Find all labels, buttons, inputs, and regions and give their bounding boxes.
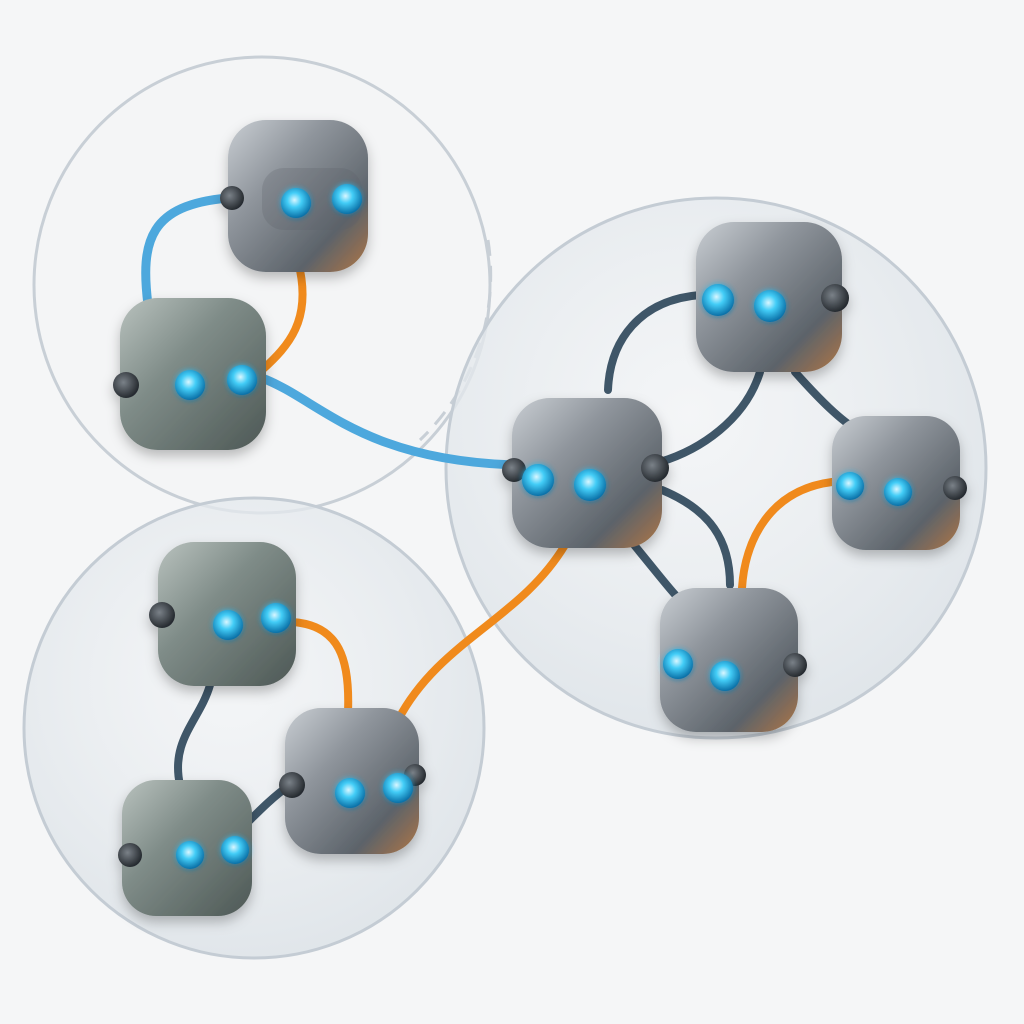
robot-head <box>832 416 967 550</box>
port-icon <box>118 843 142 867</box>
cable-orange <box>258 266 307 374</box>
cable-dark <box>604 291 704 394</box>
eye-icon <box>574 469 606 501</box>
robot-head <box>118 780 252 916</box>
port-icon <box>279 772 305 798</box>
eye-icon <box>702 284 734 316</box>
robot-head <box>220 120 368 272</box>
eye-icon <box>261 603 291 633</box>
robot-head <box>149 542 296 686</box>
cable-orange <box>394 541 569 724</box>
cable-blue <box>141 193 233 310</box>
eye-icon <box>332 184 362 214</box>
eye-icon <box>175 370 205 400</box>
eye-icon <box>884 478 912 506</box>
eye-icon <box>754 290 786 322</box>
robot-head <box>113 298 266 450</box>
robot-head <box>696 222 849 372</box>
cable-dark <box>174 681 214 789</box>
port-icon <box>149 602 175 628</box>
eye-icon <box>522 464 554 496</box>
eye-icon <box>213 610 243 640</box>
eye-icon <box>281 188 311 218</box>
eye-icon <box>710 661 740 691</box>
eye-icon <box>836 472 864 500</box>
port-icon <box>113 372 139 398</box>
cable-dark <box>656 368 764 466</box>
robot-head <box>660 588 807 732</box>
eye-icon <box>335 778 365 808</box>
cable-dark <box>658 486 734 589</box>
eye-icon <box>176 841 204 869</box>
port-icon <box>641 454 669 482</box>
eye-icon <box>221 836 249 864</box>
eye-icon <box>227 365 257 395</box>
robot-head <box>502 398 669 548</box>
port-icon <box>220 186 244 210</box>
robot-head <box>279 708 426 854</box>
port-icon <box>783 653 807 677</box>
cluster-bubble-right <box>444 196 988 740</box>
cable-blue <box>257 373 520 470</box>
cable-orange <box>288 618 353 716</box>
eye-icon <box>383 773 413 803</box>
eye-icon <box>663 649 693 679</box>
port-icon <box>502 458 526 482</box>
port-icon <box>821 284 849 312</box>
port-icon <box>943 476 967 500</box>
cable-orange <box>738 478 836 592</box>
